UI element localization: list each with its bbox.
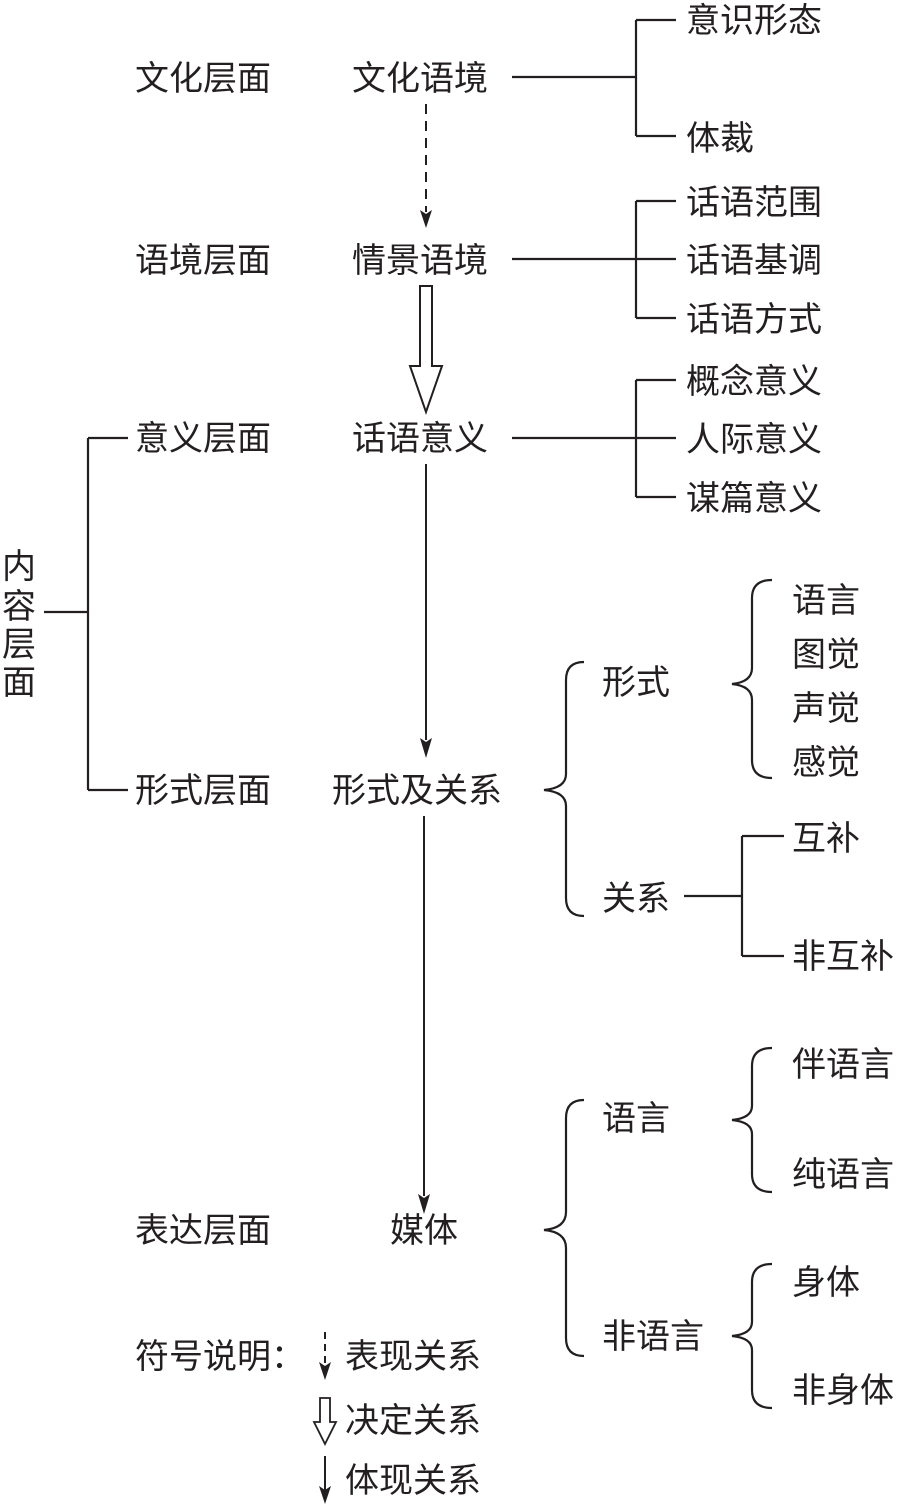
content-bracket [44,436,128,792]
legend-label-determination: 决定关系 [345,1401,481,1441]
form-children-brace [731,578,773,780]
node-form-relation: 形式及关系 [332,771,502,811]
meaning-child-interpersonal: 人际意义 [686,420,822,460]
media-brace [543,1098,585,1358]
solid-arrow-head [420,738,432,758]
situational-child-field: 话语范围 [686,183,822,223]
hollow-arrow-shape [408,285,444,416]
media-child-body: 身体 [792,1263,860,1303]
meaning-child-ideational: 概念意义 [686,362,822,402]
node-discourse-meaning: 话语意义 [352,419,488,459]
dashed-arrow-head [420,210,432,228]
legend: 符号说明： 表现关系 决定关系 体现关系 [135,1332,481,1504]
situational-context-tree [512,199,676,320]
language-children-brace [731,1046,773,1194]
level-content-char: 面 [2,663,36,703]
level-content-char: 容 [2,587,36,627]
discourse-meaning-tree [512,378,676,499]
level-content-char: 层 [2,625,36,665]
form-child-language: 语言 [792,581,860,621]
media-child-paralanguage: 伴语言 [792,1045,894,1085]
level-meaning: 意义层面 [135,419,271,459]
cultural-child-genre: 体裁 [686,119,754,159]
form-child-audio: 声觉 [792,689,860,729]
level-form: 形式层面 [135,771,271,811]
media-child-purelanguage: 纯语言 [792,1155,894,1195]
solid-arrow-down-icon [319,1456,331,1504]
solid-arrow-icon [420,464,432,758]
legend-label-representation: 表现关系 [345,1337,481,1377]
legend-solid-head [319,1486,331,1504]
media-child-nonbody: 非身体 [792,1371,894,1411]
node-media: 媒体 [390,1211,458,1251]
level-content: 内 容 层 面 [2,547,36,703]
meaning-child-textual: 谋篇意义 [686,479,822,519]
solid-arrow-head [418,1194,430,1214]
level-expression: 表达层面 [135,1211,271,1251]
legend-label-realization: 体现关系 [345,1461,481,1501]
hollow-arrow-icon [408,285,444,416]
form-child-sensory: 感觉 [792,743,860,783]
relation-label: 关系 [602,879,670,919]
solid-arrow-icon [418,816,430,1214]
relation-child-noncomplementary: 非互补 [792,937,894,977]
level-culture: 文化层面 [135,59,271,99]
relation-child-complementary: 互补 [792,819,860,859]
dashed-arrow-down-icon [319,1332,331,1380]
level-content-char: 内 [2,547,36,587]
form-label: 形式 [602,663,670,703]
hollow-arrow-down-icon [312,1397,338,1447]
legend-hollow-shape [312,1397,338,1447]
nonlanguage-children-brace [731,1262,773,1410]
cultural-context-tree [512,18,676,138]
form-child-visual: 图觉 [792,635,860,675]
node-cultural-context: 文化语境 [352,59,488,99]
level-context: 语境层面 [135,241,271,281]
cultural-child-ideology: 意识形态 [686,1,822,41]
relation-tree [684,834,784,958]
legend-title: 符号说明： [135,1337,305,1377]
situational-child-tenor: 话语基调 [686,241,822,281]
node-situational-context: 情景语境 [352,241,488,281]
dashed-arrow-icon [420,104,432,228]
media-language-label: 语言 [602,1099,670,1139]
situational-child-mode: 话语方式 [686,300,822,340]
legend-dashed-head [319,1362,331,1380]
form-relation-brace [543,660,585,918]
media-nonlanguage-label: 非语言 [602,1317,704,1357]
